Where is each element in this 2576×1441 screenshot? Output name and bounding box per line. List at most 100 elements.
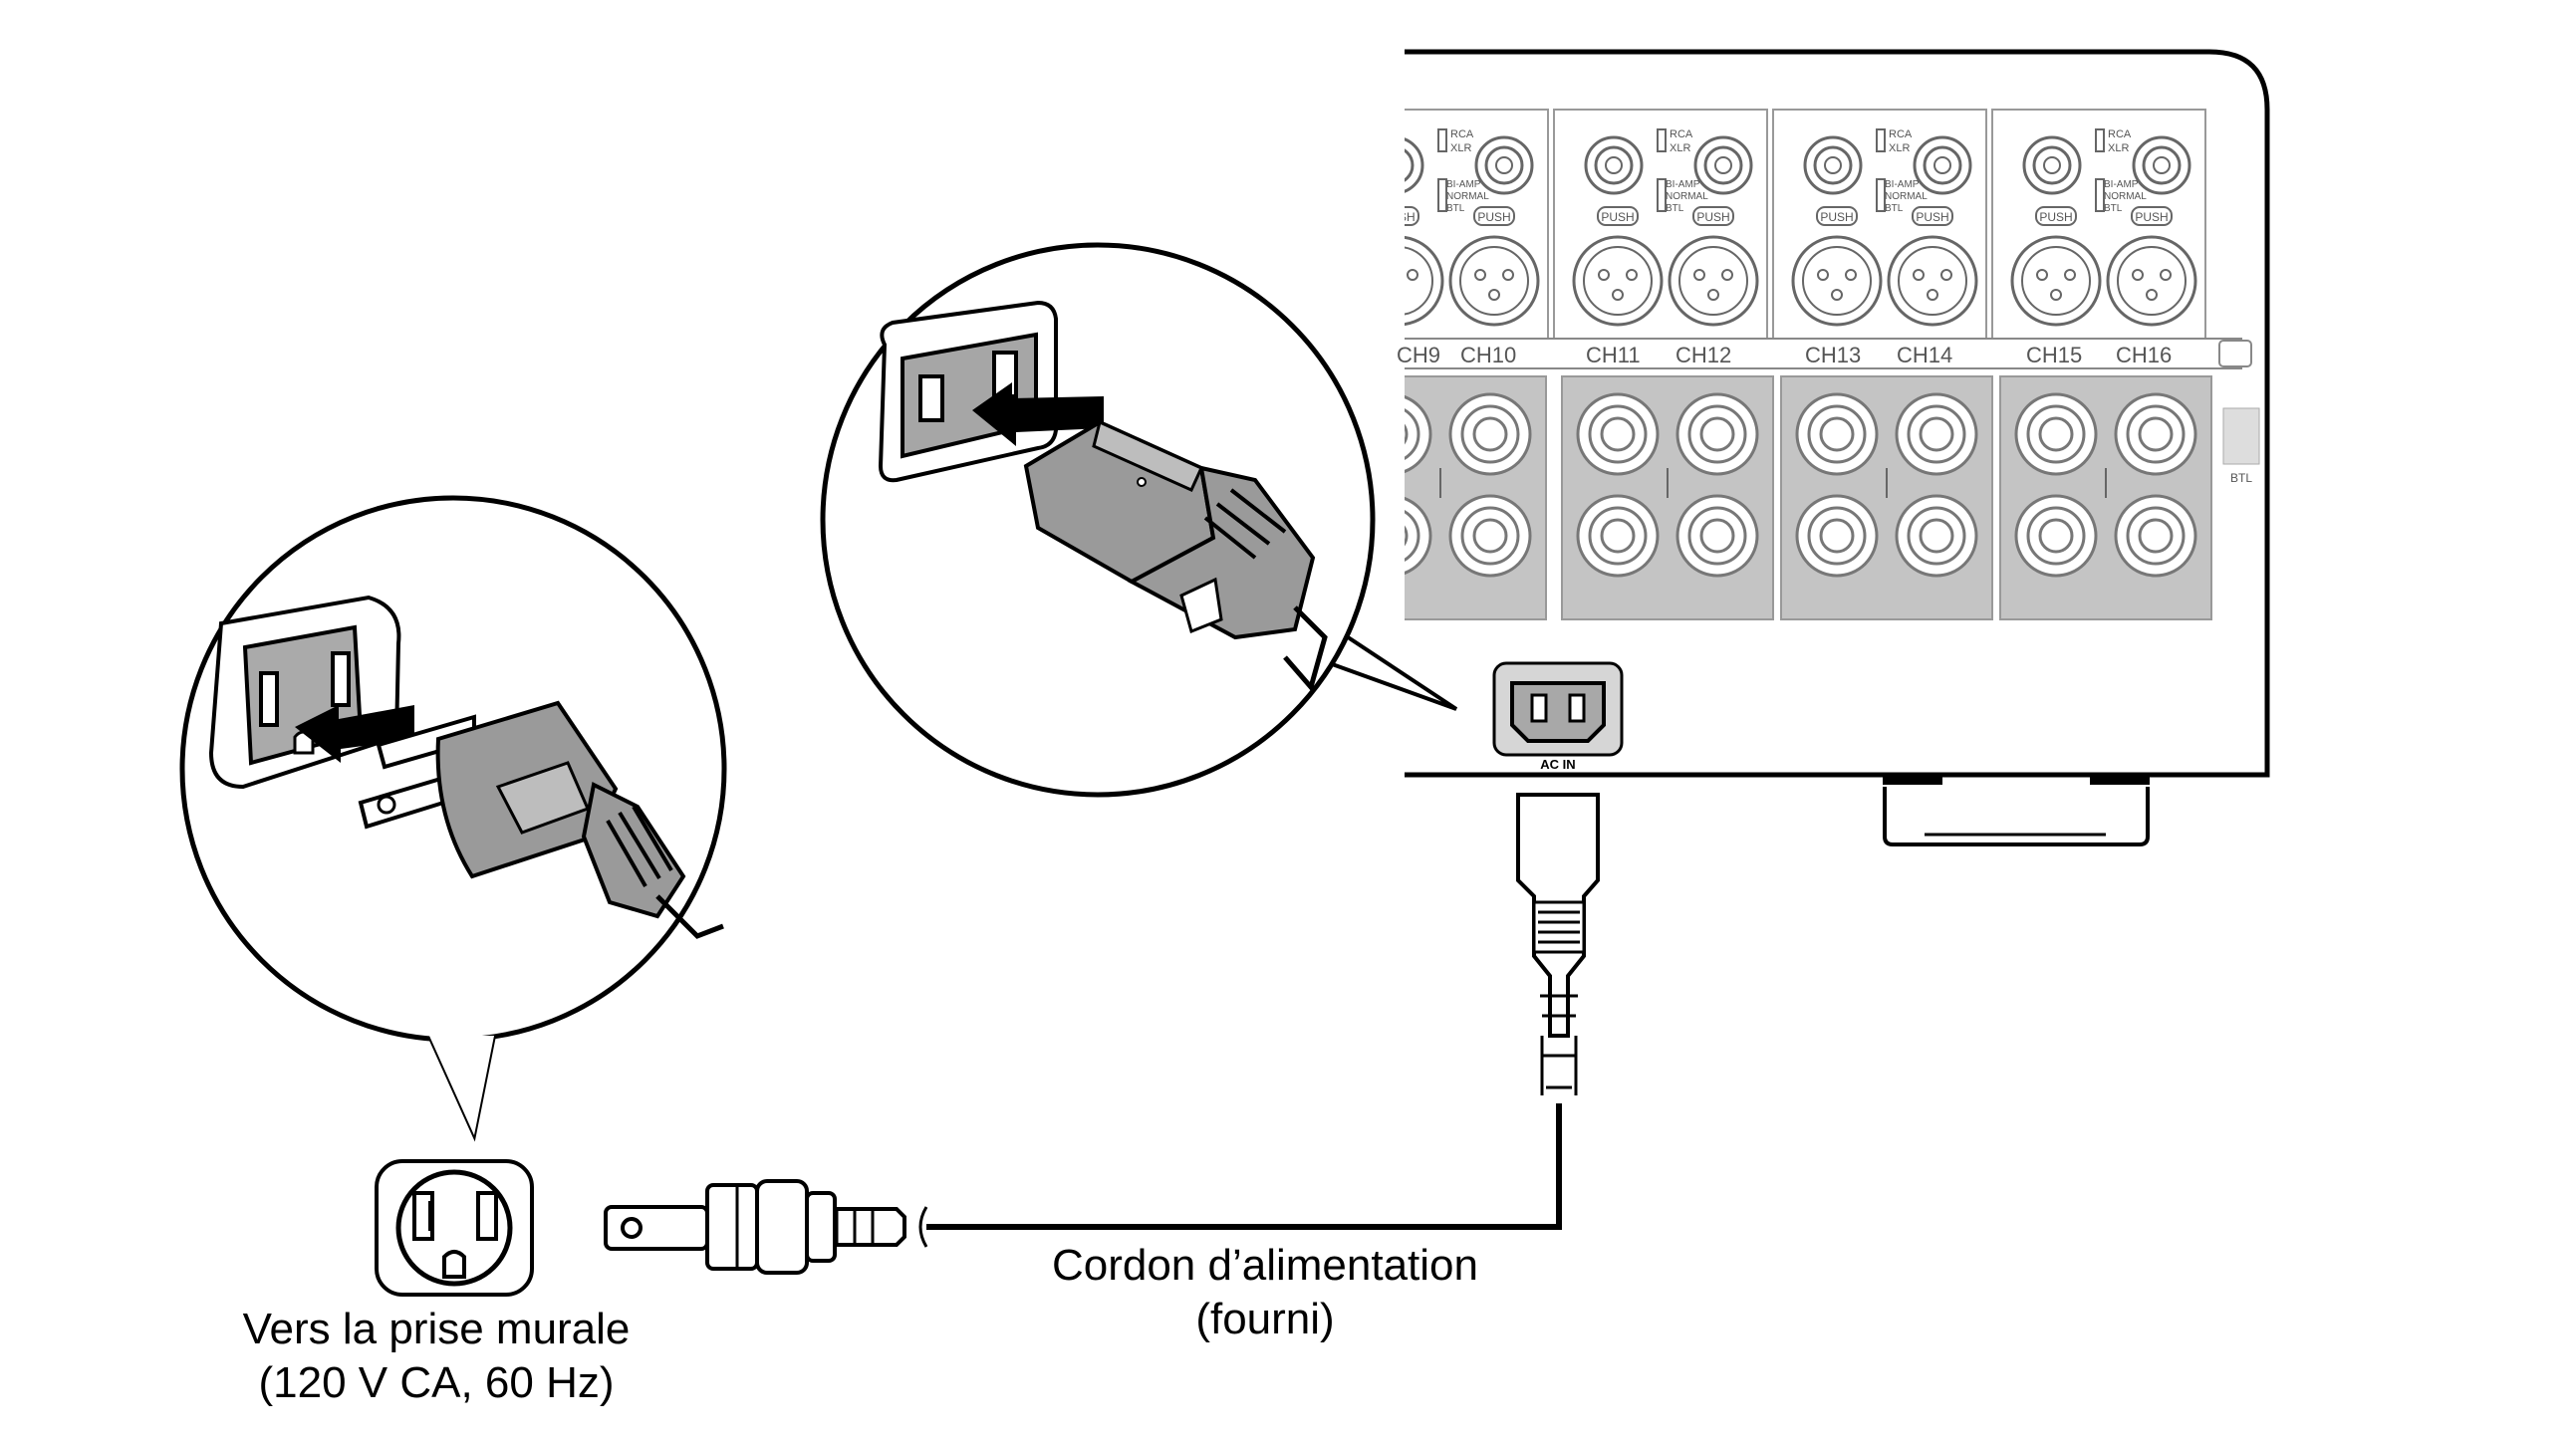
- push-label: PUSH: [1820, 210, 1853, 224]
- switch-label: NORMAL: [2104, 191, 2147, 202]
- switch-label: RCA: [1670, 128, 1693, 140]
- label-strip-end: [2218, 340, 2252, 367]
- rca-jack: [1405, 135, 1424, 195]
- outlet-caption: Vers la prise murale (120 V CA, 60 Hz): [177, 1303, 695, 1410]
- outlet-caption-line1: Vers la prise murale: [242, 1305, 631, 1353]
- speaker-terminal: [2114, 494, 2197, 578]
- input-mode-switch: [2095, 128, 2105, 152]
- switch-label: BI-AMP: [1885, 179, 1920, 190]
- switch-label: XLR: [1450, 142, 1471, 154]
- xlr-jack: PUSH: [1405, 206, 1444, 327]
- speaker-terminal: [1895, 392, 1978, 476]
- switch-label: XLR: [1670, 142, 1690, 154]
- push-label: PUSH: [1601, 210, 1634, 224]
- speaker-terminal: [1405, 494, 1432, 578]
- speaker-terminal-sections: [1405, 375, 2212, 620]
- speaker-terminal: [2114, 392, 2197, 476]
- rubber-foot: [1883, 775, 2150, 846]
- channel-label-ch16: CH16: [2116, 343, 2172, 367]
- speaker-terminal-section: [1405, 375, 1547, 620]
- channel-labels: CH9 CH10 CH11 CH12 CH13 CH14 CH15 CH16: [1397, 343, 2172, 367]
- cord-caption-line2: (fourni): [1195, 1295, 1335, 1343]
- channel-label-ch13: CH13: [1805, 343, 1861, 367]
- channel-label-strip: [1405, 338, 2242, 369]
- speaker-terminal-section: [1780, 375, 1993, 620]
- push-label: PUSH: [1477, 210, 1510, 224]
- speaker-terminal: [1795, 494, 1879, 578]
- switch-label: BI-AMP: [2104, 179, 2139, 190]
- push-label: PUSH: [1916, 210, 1948, 224]
- xlr-jack: PUSH: [1572, 206, 1664, 327]
- ac-in-label: AC IN: [1540, 757, 1575, 772]
- rca-jack: [1474, 135, 1534, 195]
- channel-label-ch14: CH14: [1897, 343, 1952, 367]
- speaker-terminal-section: [1561, 375, 1774, 620]
- switch-label: BI-AMP: [1666, 179, 1700, 190]
- btl-side-label: BTL: [2230, 471, 2252, 485]
- btl-indicator: BTL: [2222, 407, 2260, 485]
- speaker-terminal: [1448, 494, 1532, 578]
- ac-inlet: AC IN: [1492, 661, 1624, 772]
- inlet-callout: [820, 242, 1458, 798]
- outlet-caption-line2: (120 V CA, 60 Hz): [258, 1358, 615, 1407]
- switch-label: XLR: [1889, 142, 1910, 154]
- amp-mode-switch: [1657, 178, 1667, 212]
- switch-label: BTL: [1446, 203, 1465, 214]
- input-mode-switch: [1657, 128, 1667, 152]
- switch-label: NORMAL: [1446, 191, 1489, 202]
- speaker-terminal: [1675, 494, 1759, 578]
- speaker-terminal: [1795, 392, 1879, 476]
- speaker-terminal: [1675, 392, 1759, 476]
- input-mode-switch: [1437, 128, 1447, 152]
- channel-label-ch9: CH9: [1397, 343, 1440, 367]
- cord-caption-line1: Cordon d’alimentation: [1051, 1241, 1479, 1290]
- channel-label-ch15: CH15: [2026, 343, 2082, 367]
- rca-jack: [1584, 135, 1644, 195]
- speaker-terminal: [1448, 392, 1532, 476]
- rca-jack: [2022, 135, 2082, 195]
- speaker-terminal: [2014, 494, 2098, 578]
- switch-label: BTL: [2104, 203, 2123, 214]
- channel-label-ch12: CH12: [1675, 343, 1731, 367]
- rca-jack: [1803, 135, 1863, 195]
- switch-label: BTL: [1666, 203, 1684, 214]
- switch-label: BI-AMP: [1446, 179, 1481, 190]
- wall-outlet: [375, 1159, 534, 1297]
- switch-label: RCA: [2108, 128, 2132, 140]
- channel-label-ch10: CH10: [1460, 343, 1516, 367]
- switch-label: NORMAL: [1666, 191, 1708, 202]
- speaker-terminal: [1895, 494, 1978, 578]
- xlr-jack: PUSH: [1668, 206, 1759, 327]
- push-label: PUSH: [1696, 210, 1729, 224]
- rca-jack: [2132, 135, 2191, 195]
- cord-caption: Cordon d’alimentation (fourni): [1006, 1239, 1524, 1346]
- rca-jack: [1693, 135, 1753, 195]
- xlr-jack: PUSH: [2106, 206, 2197, 327]
- xlr-jack: PUSH: [2010, 206, 2102, 327]
- xlr-jack: PUSH: [1448, 206, 1540, 327]
- amp-mode-switch: [2095, 178, 2105, 212]
- switch-label: RCA: [1450, 128, 1474, 140]
- push-label: PUSH: [2039, 210, 2072, 224]
- xlr-jack: PUSH: [1791, 206, 1883, 327]
- amp-mode-switch: [1876, 178, 1886, 212]
- speaker-terminal: [1576, 392, 1660, 476]
- xlr-jack: PUSH: [1887, 206, 1978, 327]
- switch-label: BTL: [1885, 203, 1904, 214]
- speaker-terminal: [1576, 494, 1660, 578]
- outlet-callout: [179, 495, 727, 1142]
- speaker-terminal: [2014, 392, 2098, 476]
- power-cord: [604, 793, 1600, 1275]
- switch-label: RCA: [1889, 128, 1913, 140]
- amp-mode-switch: [1437, 178, 1447, 212]
- speaker-terminal-section: [1999, 375, 2212, 620]
- rca-jack: [1913, 135, 1972, 195]
